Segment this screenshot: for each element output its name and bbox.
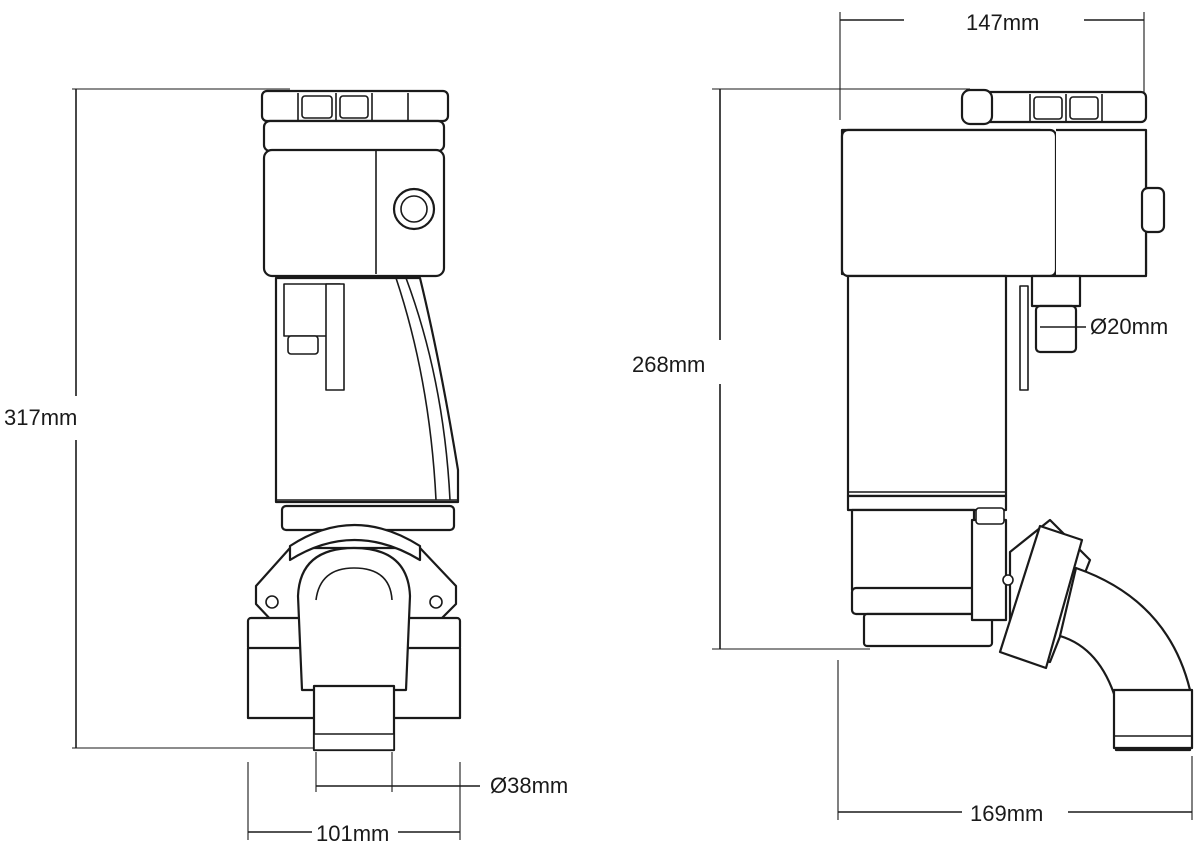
- front-body: [274, 276, 460, 504]
- dim-front-width: 101mm: [247, 762, 461, 846]
- label-side-bottom-width: 169mm: [970, 801, 1043, 826]
- side-outlet-elbow: [970, 507, 1194, 752]
- dim-side-top-width: 147mm: [839, 10, 1145, 120]
- dim-side-bottom-width: 169mm: [837, 660, 1193, 826]
- dim-side-height: 268mm: [632, 88, 970, 650]
- side-switch: [1140, 186, 1166, 234]
- label-outlet-diameter: Ø38mm: [490, 773, 568, 798]
- side-inlet: Ø20mm: [1019, 274, 1168, 391]
- dim-front-height: 317mm: [4, 88, 320, 749]
- front-view: 317mm: [4, 88, 568, 846]
- side-top-cap: [960, 88, 1148, 126]
- label-front-width: 101mm: [316, 821, 389, 846]
- dim-outlet-diameter: Ø38mm: [315, 752, 568, 798]
- label-side-top-width: 147mm: [966, 10, 1039, 35]
- side-view: 147mm 268mm: [632, 10, 1194, 826]
- front-pump-housing: [246, 504, 462, 752]
- label-front-height: 317mm: [4, 405, 77, 430]
- side-cap-latch: [960, 88, 994, 126]
- front-motor-head: [262, 119, 446, 278]
- label-side-height: 268mm: [632, 352, 705, 377]
- side-motor-body: [846, 274, 1008, 648]
- front-top-cap: [260, 89, 450, 123]
- label-inlet-diameter: Ø20mm: [1090, 314, 1168, 339]
- side-motor-head: [840, 128, 1166, 278]
